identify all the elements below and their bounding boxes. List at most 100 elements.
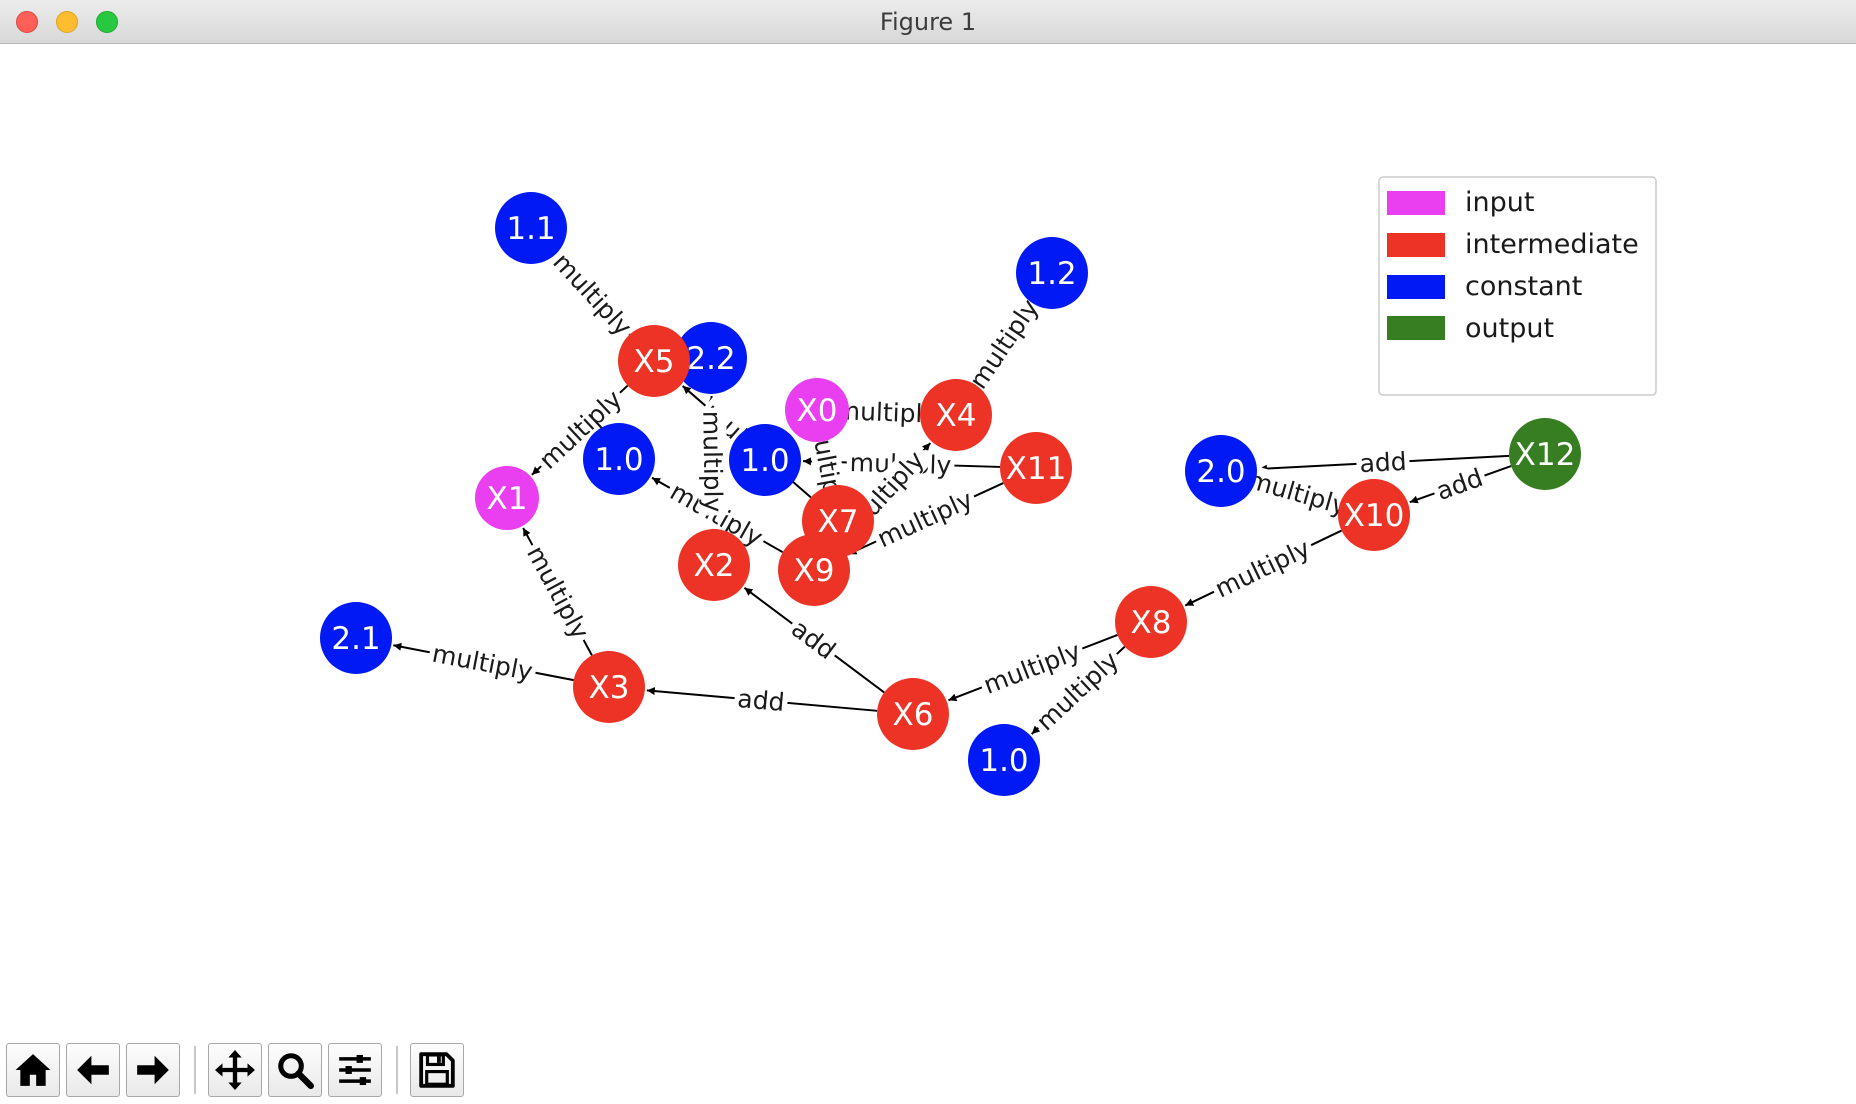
legend-swatch bbox=[1387, 275, 1445, 299]
home-button[interactable] bbox=[6, 1043, 60, 1097]
legend-swatch bbox=[1387, 233, 1445, 257]
node-c11: 1.1 bbox=[495, 192, 567, 264]
node-label: 2.0 bbox=[1196, 454, 1245, 490]
pan-button[interactable] bbox=[208, 1043, 262, 1097]
graph-plot[interactable]: addaddmultiplymultiplymultiplymultiplyad… bbox=[0, 44, 1856, 1034]
node-label: X7 bbox=[818, 504, 859, 540]
node-circle bbox=[475, 466, 539, 530]
close-window-button[interactable] bbox=[16, 11, 38, 33]
zoom-button[interactable] bbox=[268, 1043, 322, 1097]
node-circle bbox=[877, 678, 949, 750]
node-label: 1.0 bbox=[740, 443, 789, 479]
node-label: 1.2 bbox=[1027, 256, 1076, 292]
node-circle bbox=[1115, 586, 1187, 658]
edge-label-X4-c12: multiply bbox=[961, 291, 1047, 397]
node-circle bbox=[920, 379, 992, 451]
edge-label-background bbox=[733, 683, 789, 718]
title-bar[interactable]: Figure 1 bbox=[0, 0, 1856, 44]
legend: input intermediate constant output bbox=[1378, 176, 1657, 396]
node-X9: X9 bbox=[778, 534, 850, 606]
save-button[interactable] bbox=[410, 1043, 464, 1097]
minimize-window-button[interactable] bbox=[56, 11, 78, 33]
node-X2: X2 bbox=[678, 529, 750, 601]
node-circle bbox=[729, 424, 801, 496]
edge-label-text: add bbox=[1359, 447, 1408, 478]
window-title: Figure 1 bbox=[879, 8, 977, 36]
edge-label-background bbox=[1241, 464, 1354, 522]
node-circle bbox=[618, 325, 690, 397]
node-circle bbox=[1016, 237, 1088, 309]
node-circle bbox=[583, 423, 655, 495]
legend-swatch bbox=[1387, 316, 1445, 340]
zoom-icon bbox=[278, 1053, 314, 1089]
node-label: X9 bbox=[794, 553, 835, 589]
edge-label-text: multiply bbox=[547, 247, 637, 341]
node-circle bbox=[678, 529, 750, 601]
node-X4: X4 bbox=[920, 379, 992, 451]
edge-label-background bbox=[426, 638, 539, 687]
edge-label-background bbox=[783, 611, 844, 668]
edge-label-text: multiply bbox=[964, 294, 1045, 395]
floppy-disk-icon bbox=[419, 1052, 455, 1088]
edge-label-text: multiply bbox=[521, 541, 595, 644]
node-X3: X3 bbox=[573, 651, 645, 723]
edge-label-X6-X3: add bbox=[733, 683, 789, 718]
edge-label-text: multiply bbox=[1210, 533, 1314, 603]
node-label: X8 bbox=[1131, 605, 1172, 641]
edge-label-background bbox=[1355, 446, 1411, 479]
back-button[interactable] bbox=[66, 1043, 120, 1097]
edge-label-background bbox=[832, 396, 941, 429]
node-c22: 2.2 bbox=[675, 322, 747, 394]
edge-label-X12-c20: add bbox=[1355, 446, 1411, 479]
edge-label-X3-c21: multiply bbox=[426, 638, 539, 687]
node-X5: X5 bbox=[618, 325, 690, 397]
node-circle bbox=[495, 192, 567, 264]
edge-label-text: multiply bbox=[697, 411, 727, 513]
configure-subplots-button[interactable] bbox=[328, 1043, 382, 1097]
edge-label-X10-X8: multiply bbox=[1207, 532, 1318, 605]
toolbar-separator bbox=[194, 1046, 196, 1094]
node-circle bbox=[675, 322, 747, 394]
node-label: 2.2 bbox=[686, 341, 735, 377]
node-c21: 2.1 bbox=[320, 602, 392, 674]
node-X1: X1 bbox=[475, 466, 539, 530]
toolbar-separator bbox=[396, 1046, 398, 1094]
maximize-window-button[interactable] bbox=[96, 11, 118, 33]
edge-label-background bbox=[531, 382, 630, 477]
edge-label-X3-X1: multiply bbox=[519, 538, 597, 647]
node-label: 2.1 bbox=[331, 621, 380, 657]
forward-button[interactable] bbox=[126, 1043, 180, 1097]
node-circle bbox=[1000, 432, 1072, 504]
node-label: 1.0 bbox=[979, 743, 1028, 779]
node-circle bbox=[1185, 435, 1257, 507]
node-label: X1 bbox=[487, 481, 528, 517]
edge-label-background bbox=[519, 538, 597, 647]
node-X0: X0 bbox=[785, 378, 849, 442]
edge-label-background bbox=[870, 483, 981, 555]
navigation-toolbar bbox=[0, 1034, 1856, 1104]
legend-entry-output: output bbox=[1387, 313, 1554, 344]
node-circle bbox=[968, 724, 1040, 796]
edge-label-X10-c20: multiply bbox=[1241, 464, 1354, 522]
edge-label-background bbox=[1207, 532, 1318, 605]
legend-frame bbox=[1378, 176, 1657, 396]
edge-label-text: multiply bbox=[430, 639, 535, 687]
node-X11: X11 bbox=[1000, 432, 1072, 504]
edge-label-background bbox=[1429, 461, 1490, 508]
legend-label: intermediate bbox=[1465, 229, 1639, 260]
node-label: X5 bbox=[634, 344, 675, 380]
edge-label-text: add bbox=[736, 684, 785, 717]
node-circle bbox=[1509, 418, 1581, 490]
node-circle bbox=[573, 651, 645, 723]
node-X6: X6 bbox=[877, 678, 949, 750]
edge-label-X12-X10: add bbox=[1429, 461, 1490, 508]
edge-label-X2-c22: multiply bbox=[697, 407, 728, 516]
node-c10b: 1.0 bbox=[729, 424, 801, 496]
node-circle bbox=[785, 378, 849, 442]
edge-label-text: multiply bbox=[1245, 465, 1351, 521]
node-label: X6 bbox=[893, 697, 934, 733]
legend-label: output bbox=[1465, 313, 1554, 344]
